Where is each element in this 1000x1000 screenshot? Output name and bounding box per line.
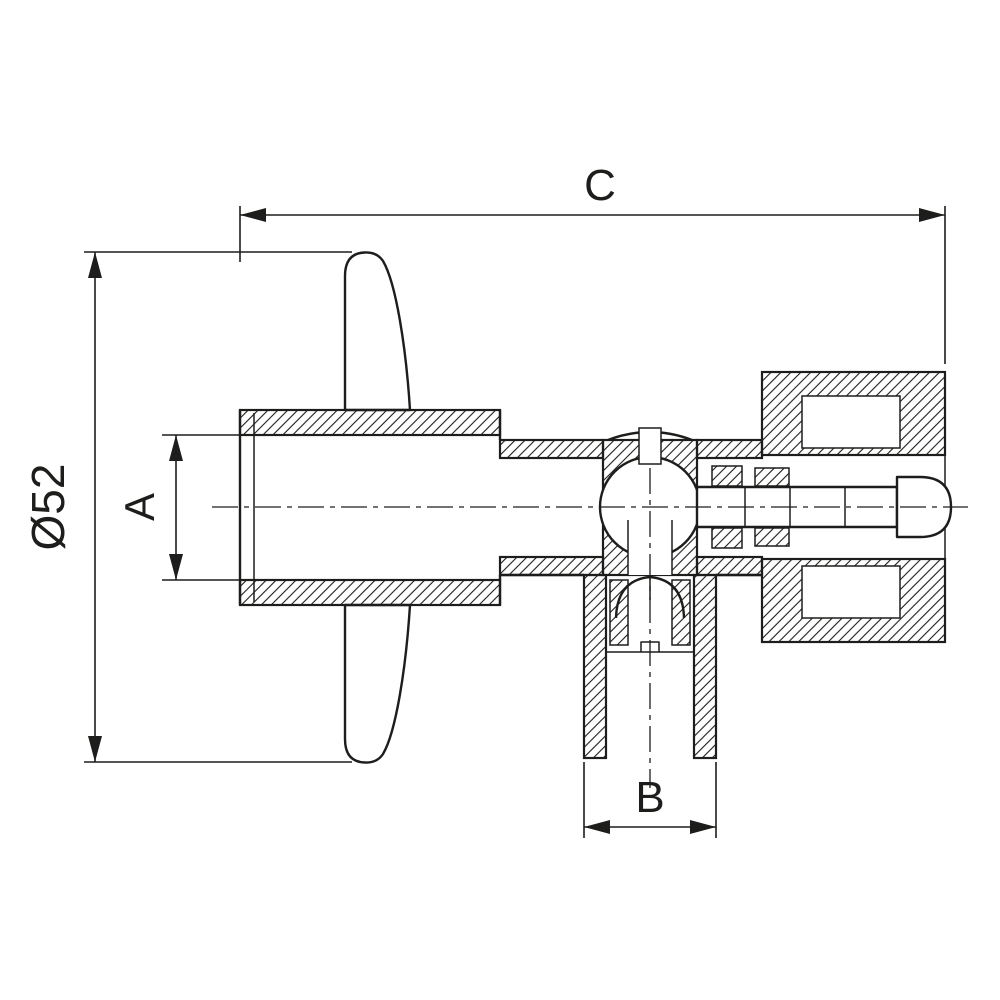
dimension-c: C — [239, 161, 946, 364]
dia-arrow-bottom — [88, 736, 102, 762]
outlet-wall-right — [692, 573, 718, 760]
outlet-seat-right — [671, 579, 691, 646]
outlet-seat-left — [609, 579, 629, 646]
dimension-label-c: C — [584, 161, 616, 210]
a-arrow-bottom — [169, 554, 183, 580]
inlet-wall-top — [238, 408, 502, 437]
washer-top-1 — [711, 465, 743, 487]
a-arrow-top — [169, 435, 183, 461]
washer-bottom-1 — [711, 527, 743, 549]
dimension-diameter: Ø52 — [22, 251, 352, 763]
washer-top-2 — [754, 467, 790, 487]
dimension-a: A — [116, 434, 252, 581]
dia-arrow-top — [88, 252, 102, 278]
body-wall-bottom-left — [498, 555, 605, 577]
nut-upper-groove — [801, 395, 901, 449]
handle-top-lobe — [343, 251, 412, 412]
b-arrow-right — [690, 820, 716, 834]
handle-bottom-lobe — [343, 603, 412, 764]
dimension-label-diameter: Ø52 — [22, 464, 74, 551]
body-wall-bottom-right — [695, 555, 764, 577]
valve-handle — [343, 251, 412, 764]
outlet-wall-left — [582, 573, 608, 760]
c-arrow-left — [240, 208, 266, 222]
inlet-thread — [238, 408, 502, 607]
dimension-label-a: A — [116, 493, 163, 521]
inlet-wall-bottom — [238, 578, 502, 607]
centerlines — [212, 468, 968, 788]
washer-bottom-2 — [754, 527, 790, 547]
dimension-label-b: B — [635, 773, 664, 822]
c-arrow-right — [919, 208, 945, 222]
b-arrow-left — [584, 820, 610, 834]
valve-stem — [638, 427, 662, 465]
body-wall-top-right — [695, 438, 764, 460]
body-wall-top-left — [498, 438, 605, 460]
nut-lower-groove — [801, 565, 901, 619]
compression-nut — [760, 370, 953, 644]
dimension-b: B — [583, 762, 717, 838]
